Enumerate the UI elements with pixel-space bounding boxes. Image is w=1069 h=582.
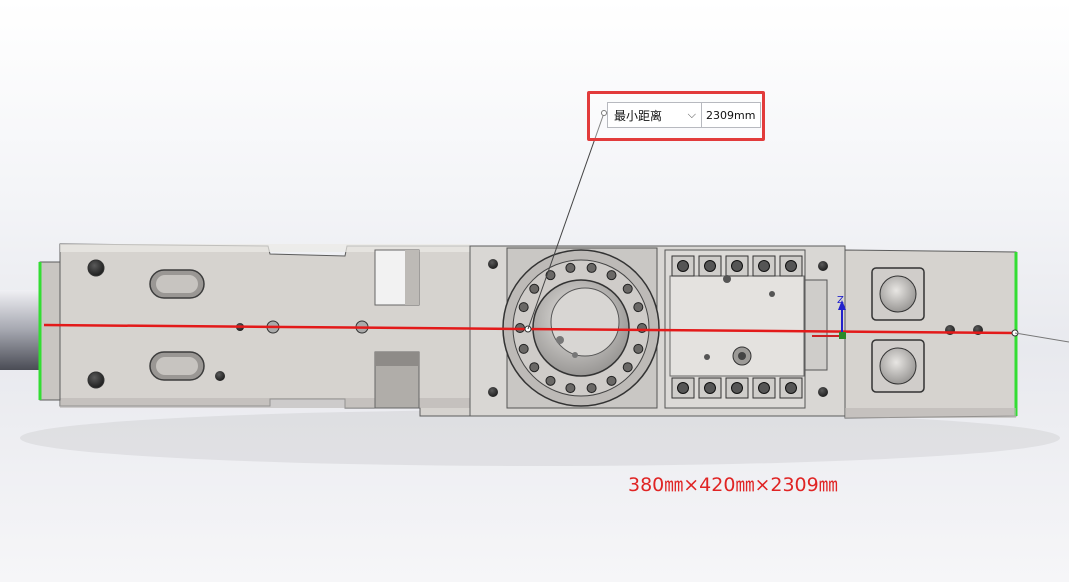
measure-mode-dropdown[interactable]: 最小距离 ⌵	[608, 103, 702, 127]
measure-mode-label: 最小距离	[614, 108, 663, 123]
bearing-bolts	[515, 262, 647, 394]
chevron-down-icon: ⌵	[687, 108, 696, 121]
z-axis-label: Z	[837, 295, 844, 306]
leader-line	[527, 112, 605, 330]
measure-input-group: 最小距离 ⌵ 2309mm	[607, 102, 761, 128]
measure-callout: 最小距离 ⌵ 2309mm	[587, 91, 765, 141]
left-shaft	[0, 290, 44, 370]
measure-value: 2309mm	[706, 108, 756, 122]
dimensions-caption: 380㎜×420㎜×2309㎜	[628, 474, 838, 496]
axis-triad: Z	[812, 295, 846, 339]
